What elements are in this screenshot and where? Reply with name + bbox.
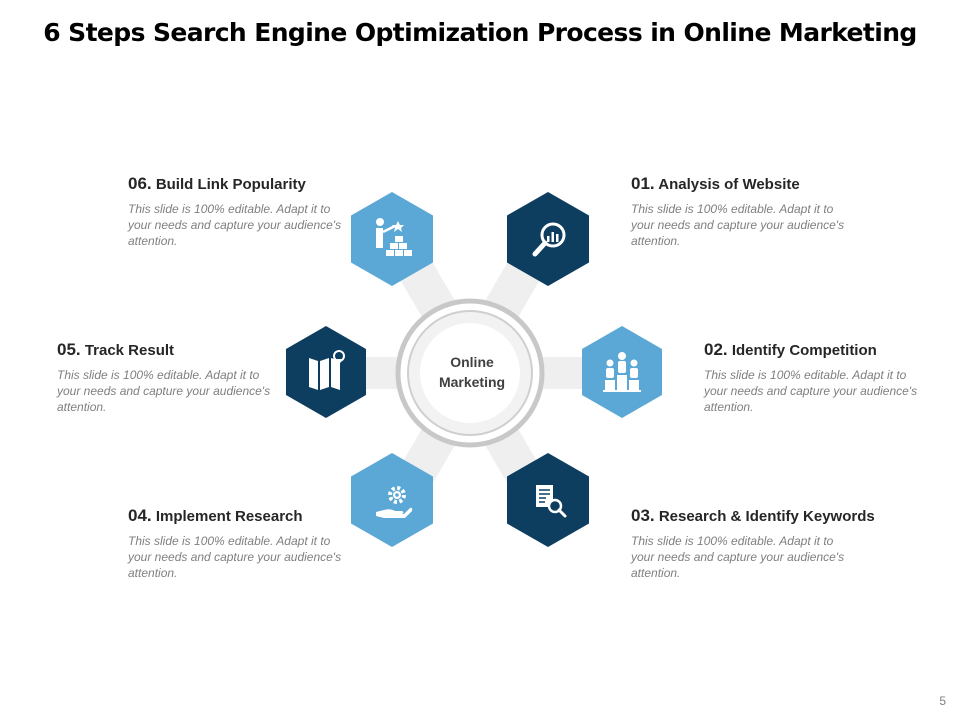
inner-disc — [420, 323, 520, 423]
person-blocks-icon — [376, 218, 412, 256]
step-heading: 01. Analysis of Website — [631, 174, 871, 195]
magnifier-chart-icon — [532, 222, 566, 257]
step-description: This slide is 100% editable. Adapt it to… — [704, 368, 918, 414]
step-title: Analysis of Website — [658, 176, 800, 193]
step-06: 06. Build Link Popularity This slide is … — [128, 174, 368, 249]
hexagon-step-06[interactable] — [351, 192, 433, 286]
step-heading: 04. Implement Research — [128, 506, 368, 527]
step-description: This slide is 100% editable. Adapt it to… — [128, 534, 342, 580]
step-heading: 05. Track Result — [57, 340, 297, 361]
page-number: 5 — [939, 694, 946, 708]
step-heading: 06. Build Link Popularity — [128, 174, 368, 195]
step-title: Research & Identify Keywords — [658, 508, 875, 525]
hexagon-step-04[interactable] — [351, 453, 433, 547]
step-number: 05. — [57, 340, 81, 359]
slide-title: 6 Steps Search Engine Optimization Proce… — [43, 18, 917, 47]
gear-hand-icon — [376, 486, 413, 518]
center-hub — [395, 298, 545, 448]
step-heading: 02. Identify Competition — [704, 340, 944, 361]
step-description: This slide is 100% editable. Adapt it to… — [57, 368, 271, 414]
step-title: Track Result — [84, 342, 175, 359]
step-title: Identify Competition — [731, 342, 877, 359]
step-number: 04. — [128, 506, 152, 525]
step-number: 03. — [631, 506, 655, 525]
step-03: 03. Research & Identify Keywords This sl… — [631, 506, 875, 581]
people-podium-icon — [603, 352, 641, 392]
step-02: 02. Identify Competition This slide is 1… — [704, 340, 944, 415]
document-search-icon — [536, 485, 567, 518]
step-description: This slide is 100% editable. Adapt it to… — [128, 202, 342, 248]
step-05: 05. Track Result This slide is 100% edit… — [57, 340, 297, 415]
step-number: 06. — [128, 174, 152, 193]
step-01: 01. Analysis of Website This slide is 10… — [631, 174, 871, 249]
step-title: Implement Research — [155, 508, 303, 525]
step-description: This slide is 100% editable. Adapt it to… — [631, 534, 845, 580]
step-number: 02. — [704, 340, 728, 359]
map-pin-icon — [309, 350, 345, 390]
step-title: Build Link Popularity — [155, 176, 306, 193]
center-label: Online Marketing — [438, 354, 506, 390]
step-heading: 03. Research & Identify Keywords — [631, 506, 875, 527]
step-description: This slide is 100% editable. Adapt it to… — [631, 202, 845, 248]
step-04: 04. Implement Research This slide is 100… — [128, 506, 368, 581]
step-number: 01. — [631, 174, 655, 193]
